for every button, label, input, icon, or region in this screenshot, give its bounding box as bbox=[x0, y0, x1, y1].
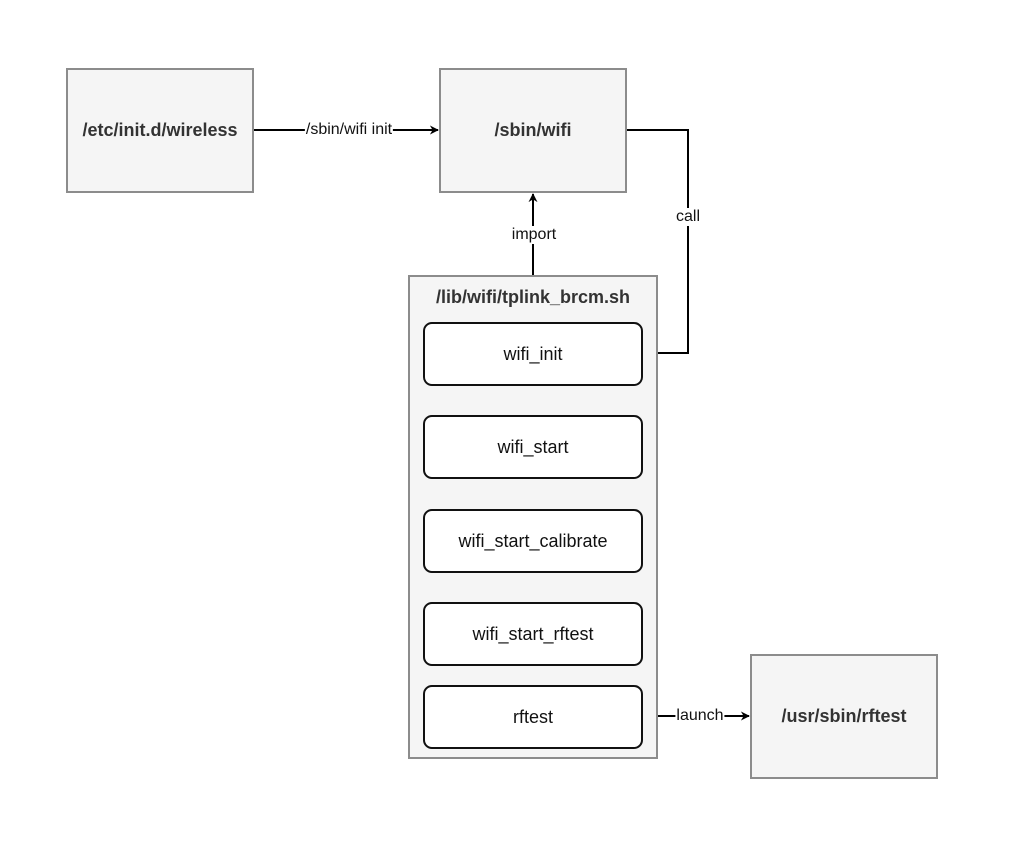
node-init-wireless-label: /etc/init.d/wireless bbox=[82, 120, 238, 140]
step-wifi-start-calibrate-label: wifi_start_calibrate bbox=[458, 530, 608, 551]
node-usr-sbin-rftest: /usr/sbin/rftest bbox=[750, 654, 938, 779]
step-wifi-start-rftest: wifi_start_rftest bbox=[423, 602, 643, 666]
step-wifi-start-label: wifi_start bbox=[497, 436, 569, 457]
step-wifi-init: wifi_init bbox=[423, 322, 643, 386]
node-sbin-wifi-label: /sbin/wifi bbox=[494, 120, 572, 140]
edge-label-launch: launch bbox=[675, 707, 725, 725]
edge-label-call: call bbox=[674, 208, 702, 226]
edge-call bbox=[627, 129, 689, 358]
edge-label-import: import bbox=[510, 226, 558, 244]
group-title: /lib/wifi/tplink_brcm.sh bbox=[435, 287, 631, 307]
node-sbin-wifi: /sbin/wifi bbox=[439, 68, 627, 193]
step-rftest: rftest bbox=[423, 685, 643, 749]
step-wifi-start-rftest-label: wifi_start_rftest bbox=[472, 623, 594, 644]
step-rftest-label: rftest bbox=[512, 706, 553, 727]
node-init-wireless: /etc/init.d/wireless bbox=[66, 68, 254, 193]
step-wifi-init-label: wifi_init bbox=[503, 343, 563, 364]
edge-label-sbin-wifi-init: /sbin/wifi init bbox=[304, 121, 394, 139]
step-wifi-start: wifi_start bbox=[423, 415, 643, 479]
step-wifi-start-calibrate: wifi_start_calibrate bbox=[423, 509, 643, 573]
node-usr-sbin-rftest-label: /usr/sbin/rftest bbox=[781, 706, 907, 726]
